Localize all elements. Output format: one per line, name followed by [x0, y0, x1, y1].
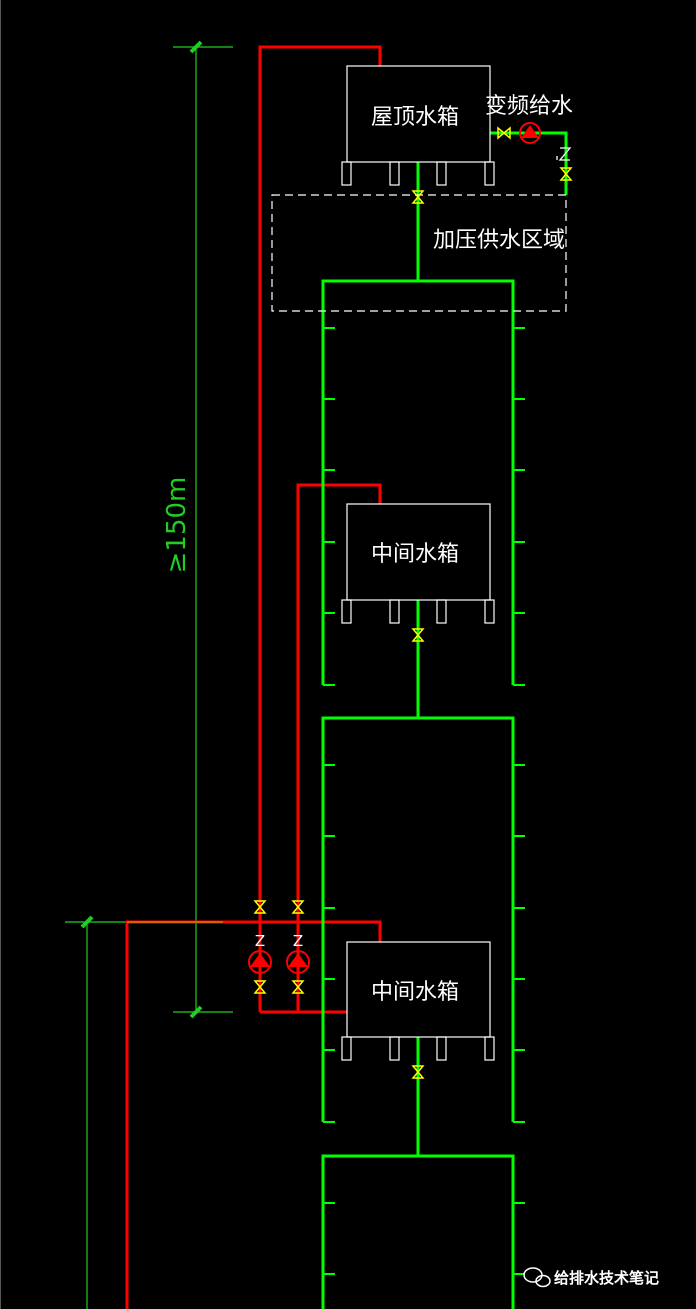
valve-icon [559, 167, 573, 181]
boost-zone-label: 加压供水区域 [433, 228, 565, 253]
valves [253, 126, 573, 1079]
branch-stubs [323, 327, 525, 1275]
check-valve-mark: Z [255, 932, 265, 950]
valve-icon [291, 900, 305, 914]
valve-icon [411, 628, 425, 642]
valve-icon [497, 126, 511, 140]
pump-icon [519, 122, 541, 144]
middle-tank-2 [341, 941, 495, 1061]
valve-icon [253, 900, 267, 914]
valve-icon [411, 190, 425, 204]
roof-tank-label: 屋顶水箱 [371, 105, 459, 130]
wechat-icon [523, 1267, 551, 1288]
check-valve-marks [556, 147, 572, 161]
lower-dimension [65, 915, 223, 1309]
middle-tank-2-label: 中间水箱 [371, 980, 459, 1005]
valve-icon [291, 980, 305, 994]
roof-tank [341, 65, 495, 186]
pump-icon [286, 950, 310, 974]
check-valve-mark: Z [293, 932, 303, 950]
valve-icon [411, 1065, 425, 1079]
vfd-supply-label: 变频给水 [485, 94, 573, 119]
middle-tank-1 [341, 503, 495, 624]
height-dimension-label: ≥150m [162, 477, 192, 574]
valve-icon [253, 980, 267, 994]
supply-pipes [321, 131, 568, 1309]
transfer-pipes [125, 45, 382, 1309]
height-dimension [173, 40, 233, 1019]
watermark-text: 给排水技术笔记 [554, 1269, 659, 1287]
pump-icon [248, 950, 272, 974]
middle-tank-1-label: 中间水箱 [371, 542, 459, 567]
